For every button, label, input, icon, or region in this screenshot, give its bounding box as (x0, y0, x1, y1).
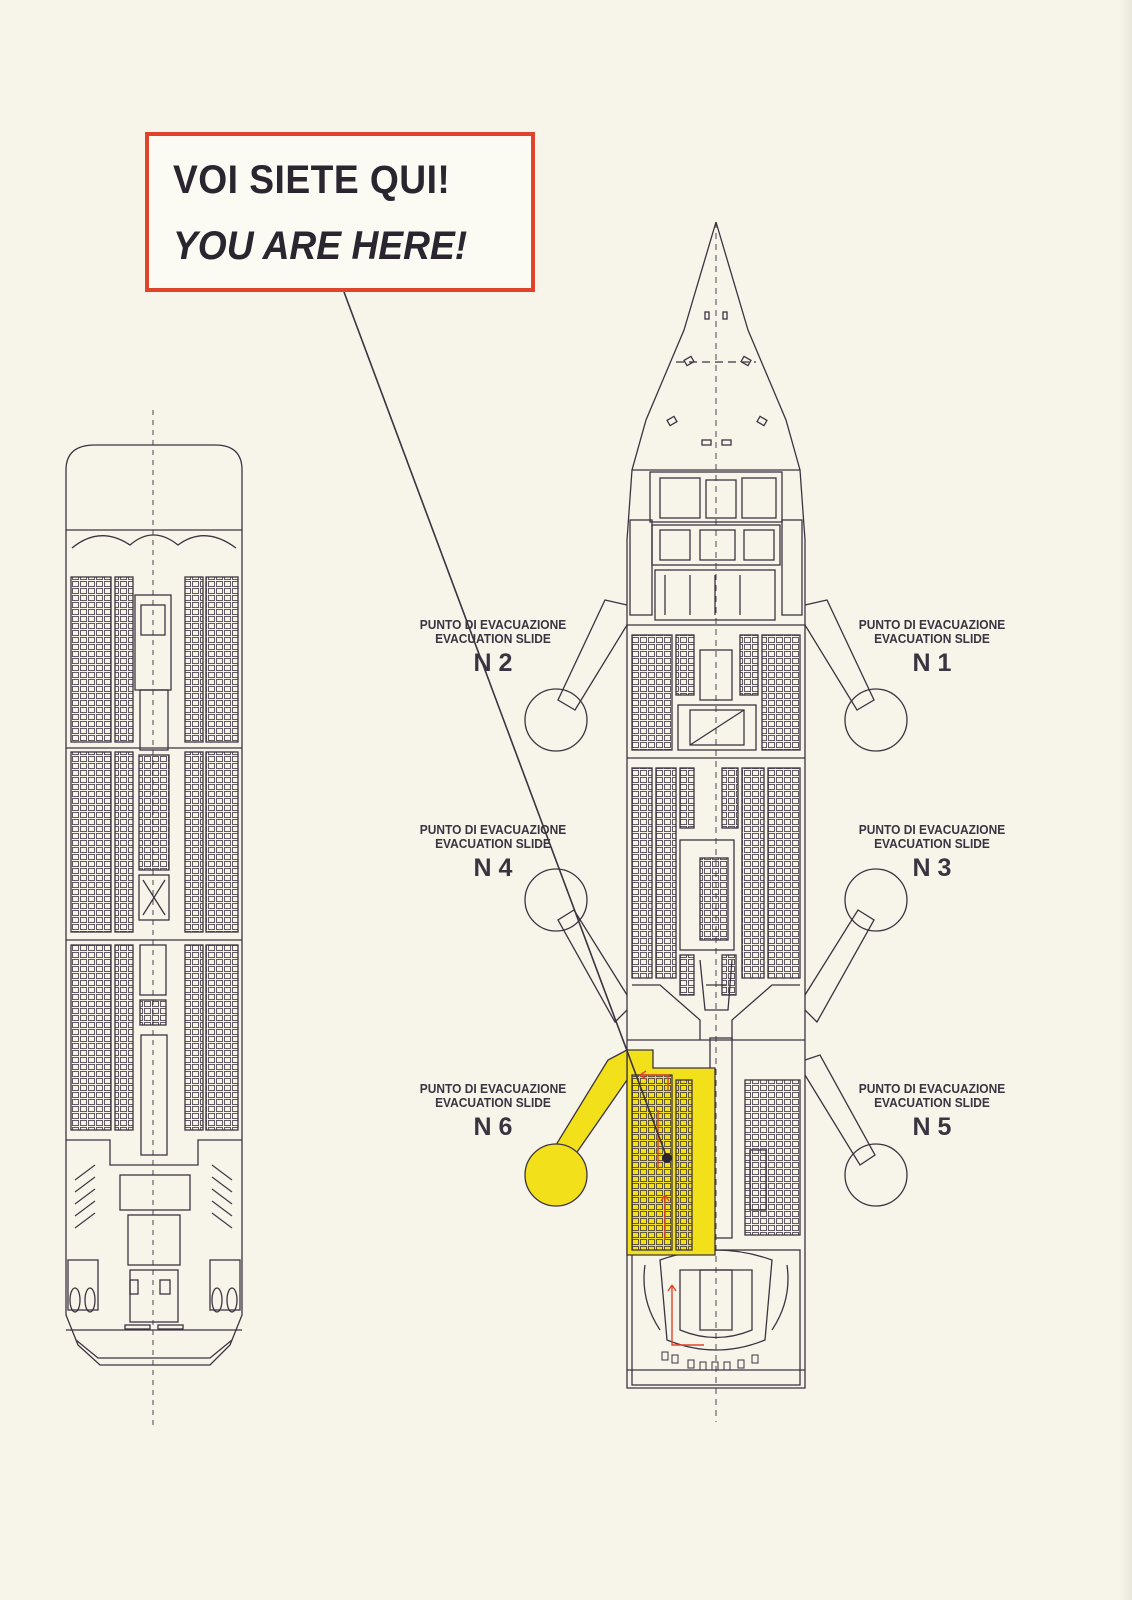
slide-label-en: EVACUATION SLIDE (874, 631, 990, 646)
slide-number: N 1 (912, 649, 952, 677)
slide-label-it: PUNTO DI EVACUAZIONE (419, 1081, 567, 1096)
slide-label-n6: PUNTO DI EVACUAZIONE EVACUATION SLIDE N … (398, 1082, 588, 1142)
slide-label-en: EVACUATION SLIDE (435, 1095, 551, 1110)
slide-label-en: EVACUATION SLIDE (435, 631, 551, 646)
slide-number: N 3 (912, 854, 952, 882)
callout-text-it: VOI SIETE QUI! (173, 158, 451, 202)
slide-label-n1: PUNTO DI EVACUAZIONE EVACUATION SLIDE N … (837, 618, 1027, 678)
slide-label-it: PUNTO DI EVACUAZIONE (858, 617, 1006, 632)
slide-label-it: PUNTO DI EVACUAZIONE (858, 1081, 1006, 1096)
slide-label-it: PUNTO DI EVACUAZIONE (419, 617, 567, 632)
you-are-here-marker (662, 1153, 672, 1163)
upper-deck-plan (65, 410, 243, 1425)
slide-label-en: EVACUATION SLIDE (874, 1095, 990, 1110)
slide-label-en: EVACUATION SLIDE (874, 836, 990, 851)
slide-number: N 4 (473, 854, 513, 882)
slide-number: N 6 (473, 1113, 513, 1141)
slide-label-n2: PUNTO DI EVACUAZIONE EVACUATION SLIDE N … (398, 618, 588, 678)
slide-label-n3: PUNTO DI EVACUAZIONE EVACUATION SLIDE N … (837, 823, 1027, 883)
slide-number: N 5 (912, 1113, 952, 1141)
slide-label-n4: PUNTO DI EVACUAZIONE EVACUATION SLIDE N … (398, 823, 588, 883)
slide-label-it: PUNTO DI EVACUAZIONE (858, 822, 1006, 837)
slide-label-n5: PUNTO DI EVACUAZIONE EVACUATION SLIDE N … (837, 1082, 1027, 1142)
slide-label-it: PUNTO DI EVACUAZIONE (419, 822, 567, 837)
you-are-here-callout: VOI SIETE QUI! YOU ARE HERE! (145, 132, 535, 292)
slide-label-en: EVACUATION SLIDE (435, 836, 551, 851)
you-are-here-pointer (343, 291, 668, 1159)
route-arrows (639, 1070, 704, 1346)
slide-number: N 2 (473, 649, 513, 677)
callout-text-en: YOU ARE HERE! (173, 224, 468, 268)
main-deck-plan (524, 221, 908, 1422)
